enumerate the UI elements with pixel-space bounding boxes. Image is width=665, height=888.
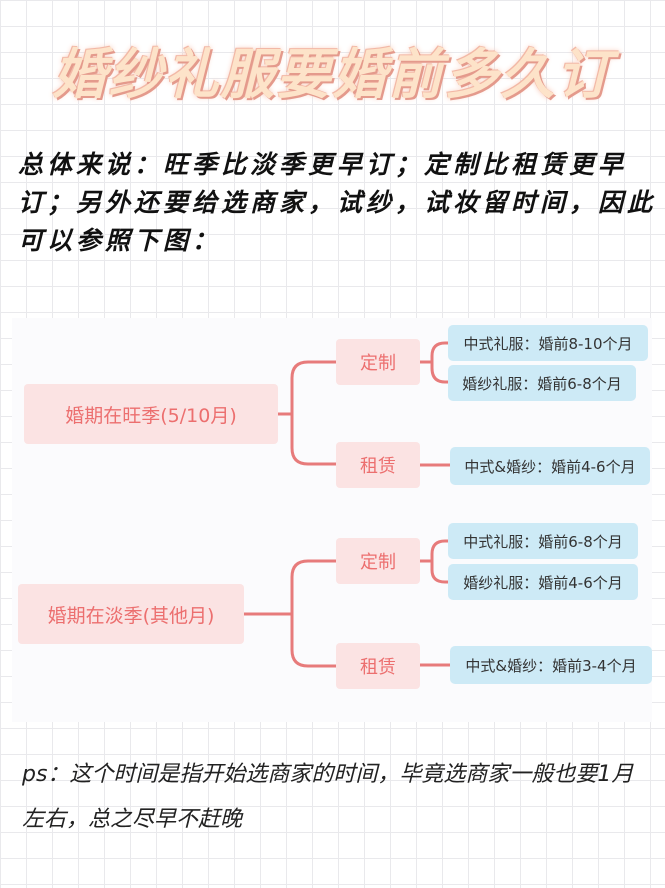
node-off-rental: 租赁 [336,643,420,689]
node-peak-rental: 租赁 [336,442,420,488]
leaf-off-rental: 中式&婚纱：婚前3-4个月 [450,646,652,684]
node-off-custom: 定制 [336,538,420,584]
connector-root-1-branches [290,360,338,466]
leaf-peak-custom-wedding: 婚纱礼服：婚前6-8个月 [448,365,636,401]
leaf-peak-rental: 中式&婚纱：婚前4-6个月 [450,447,650,485]
leaf-off-custom-chinese: 中式礼服：婚前6-8个月 [448,523,638,559]
intro-text: 总体来说：旺季比淡季更早订；定制比租赁更早订；另外还要给选商家，试纱，试妆留时间… [18,150,657,255]
node-off-season: 婚期在淡季(其他月) [18,584,244,644]
node-peak-custom: 定制 [336,339,420,385]
footer-note: ps：这个时间是指开始选商家的时间，毕竟选商家一般也要1月左右，总之尽早不赶晚 [22,762,634,832]
connector-root-2-branches [290,559,338,668]
leaf-off-custom-wedding: 婚纱礼服：婚前4-6个月 [448,564,638,600]
connector-mid-3-leaves [430,539,450,584]
node-peak-season: 婚期在旺季(5/10月) [24,384,278,444]
leaf-peak-custom-chinese: 中式礼服：婚前8-10个月 [448,325,648,361]
page-title: 婚纱礼服要婚前多久订 [52,43,613,106]
connector-mid-1-leaves [430,341,450,384]
